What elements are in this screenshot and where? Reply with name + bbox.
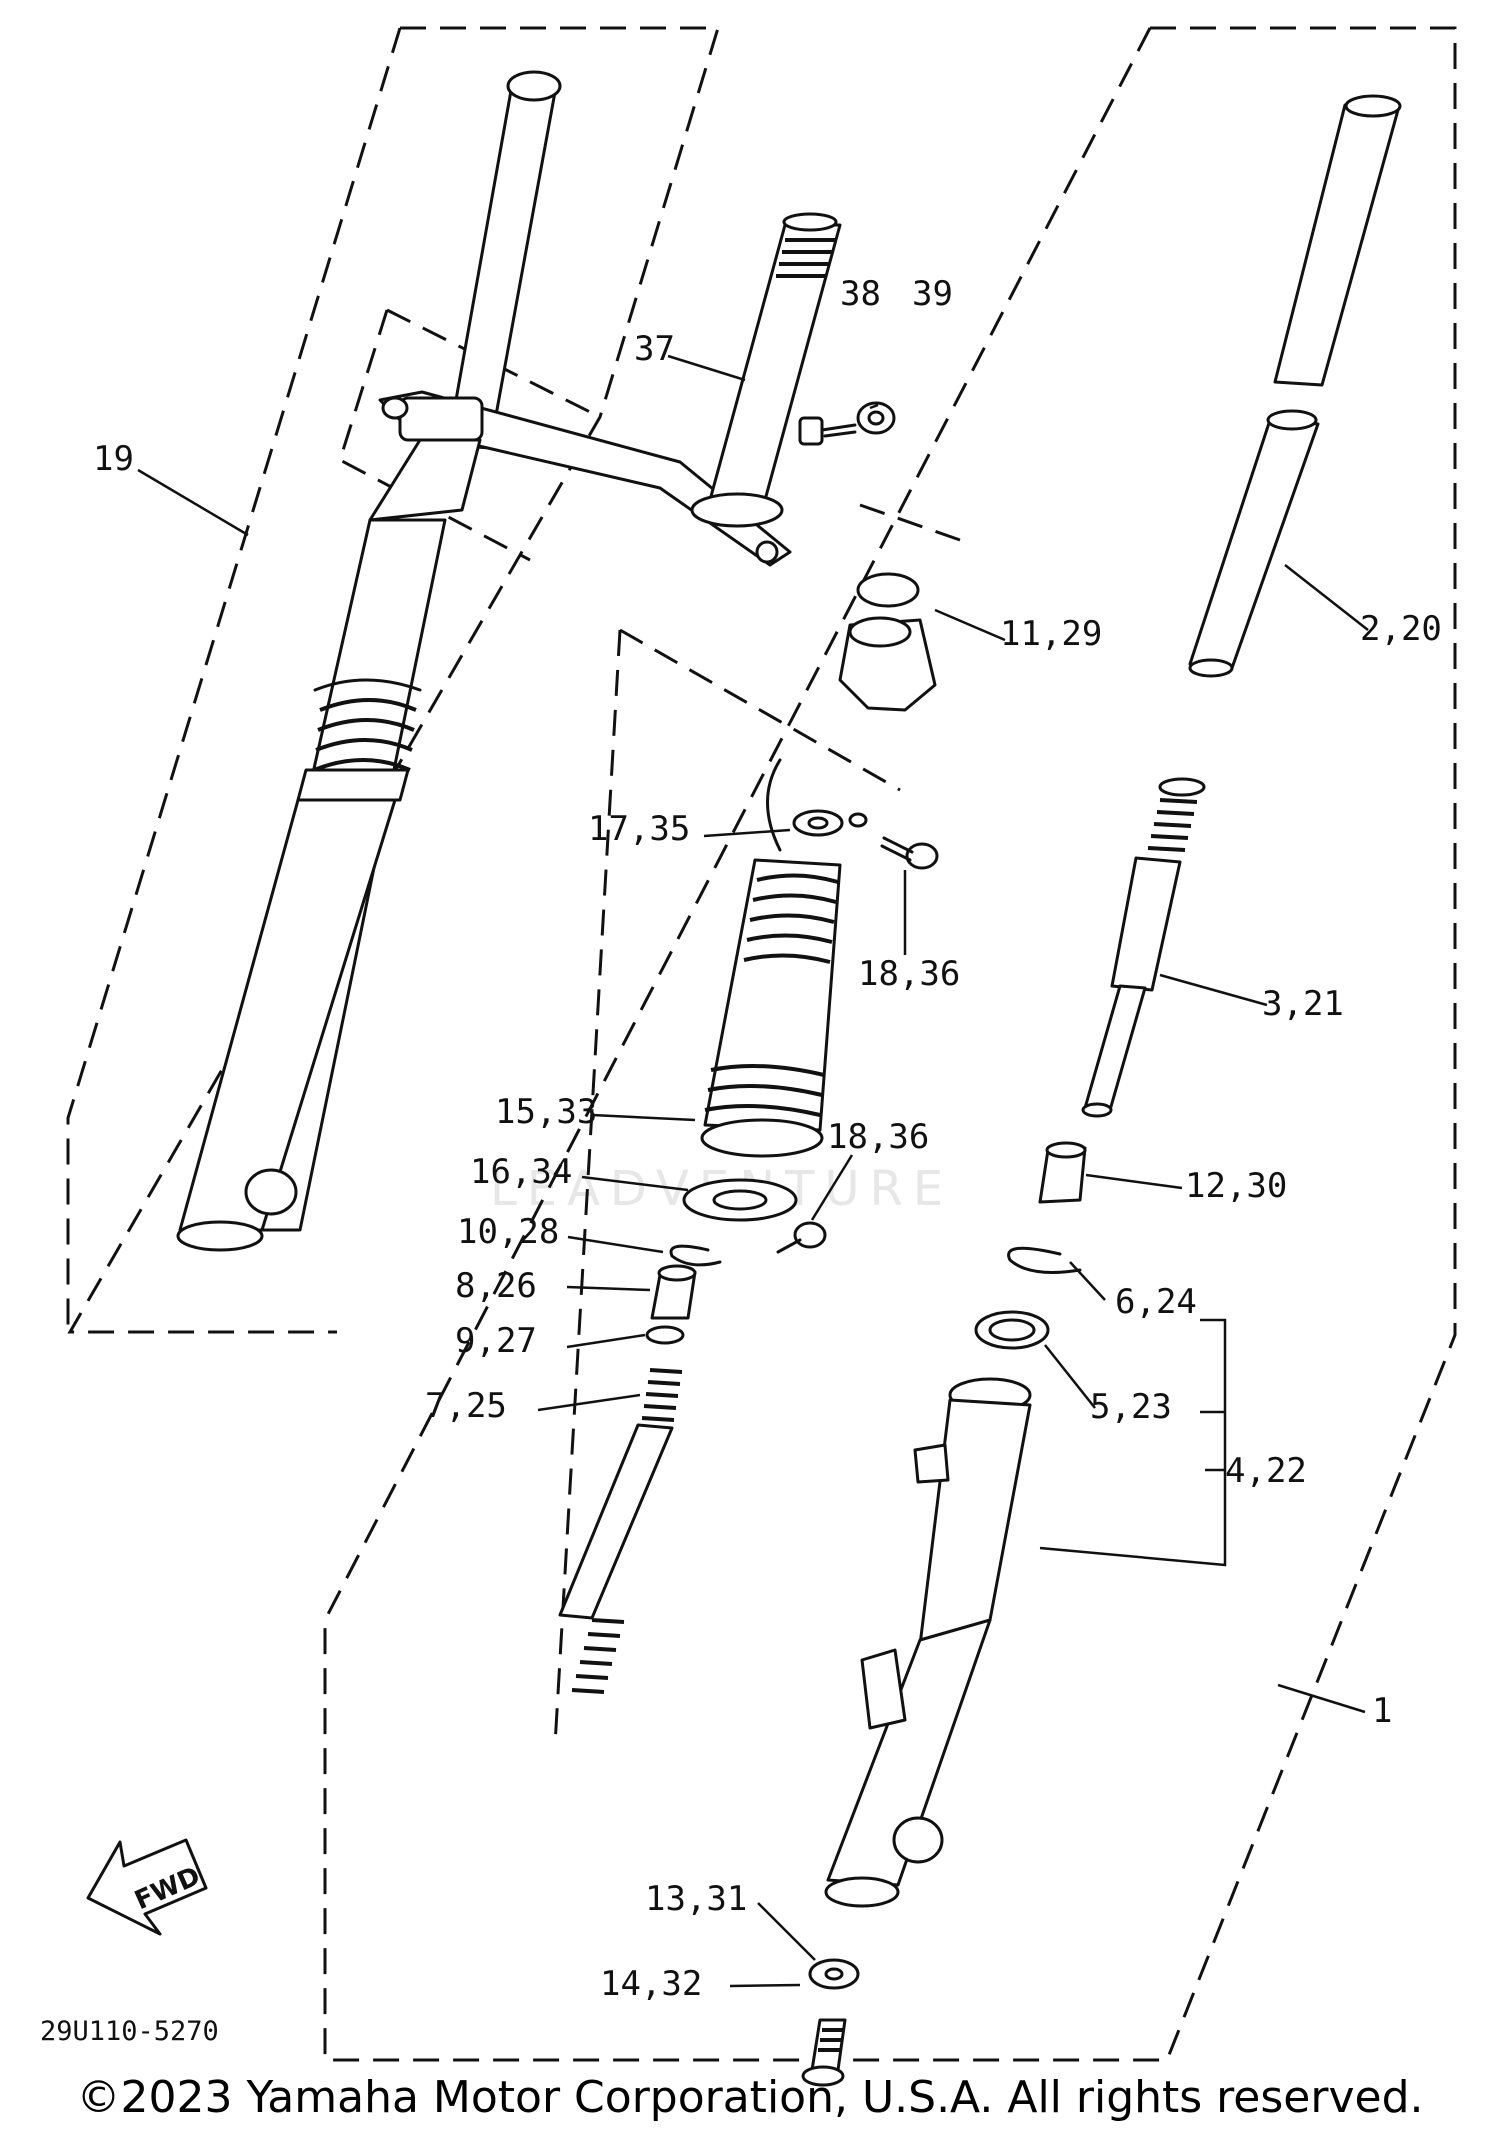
oil-seal-5-23 (974, 1310, 1050, 1350)
callout-39: 39 (912, 274, 953, 314)
washer-39 (856, 401, 896, 435)
callout-11-29: 11,29 (1000, 614, 1102, 654)
callout-5-23: 5,23 (1090, 1387, 1172, 1427)
upper-tube-2-20 (1188, 94, 1402, 678)
piston-8-26 (650, 1264, 697, 1320)
steering-stem (690, 212, 842, 564)
ring-9-27 (645, 1325, 685, 1345)
bolt-14-32 (801, 2018, 847, 2087)
callout-12-30: 12,30 (1185, 1166, 1287, 1206)
callout-37: 37 (634, 329, 675, 369)
damper-rod-3-21 (1081, 777, 1206, 1118)
callout-labels: 19 37 38 39 2,20 11,29 17,35 18,36 3,21 … (93, 274, 1442, 2004)
callout-9-27: 9,27 (455, 1321, 537, 1361)
collar-12-30 (1038, 1141, 1087, 1204)
screw-18-36-upper (880, 836, 939, 870)
assembly-outline-right (323, 26, 1457, 2062)
callout-7-25: 7,25 (425, 1386, 507, 1426)
callout-18-36-upper: 18,36 (858, 954, 960, 994)
leader-lines (137, 354, 1369, 1988)
callout-8-26: 8,26 (455, 1266, 537, 1306)
seal-holder-16-34 (682, 1178, 798, 1222)
copyright-notice: ©2023 Yamaha Motor Corporation, U.S.A. A… (76, 2072, 1424, 2123)
callout-18-36-lower: 18,36 (827, 1117, 929, 1157)
callout-6-24: 6,24 (1115, 1282, 1197, 1322)
bellows-boot-15-33 (700, 758, 842, 1158)
diagram-code: 29U110-5270 (40, 2016, 219, 2047)
circlip-6-24 (1007, 1246, 1082, 1274)
screw-18-36-lower (776, 1221, 827, 1254)
washer-13-31 (808, 1958, 860, 1990)
left-fork-assembly (176, 70, 792, 1252)
callout-3-21: 3,21 (1262, 984, 1344, 1024)
callout-38: 38 (840, 274, 881, 314)
upper-clamp (838, 616, 937, 712)
callout-15-33: 15,33 (495, 1092, 597, 1132)
assembly-outline-left (66, 26, 721, 1334)
bolt-38 (798, 416, 857, 446)
fwd-arrow-icon: FWD (86, 1838, 208, 1936)
callout-2-20: 2,20 (1360, 609, 1442, 649)
callout-16-34: 16,34 (470, 1152, 572, 1192)
callout-1: 1 (1372, 1691, 1392, 1731)
callout-19: 19 (93, 439, 134, 479)
inner-subassembly-outline (338, 308, 961, 1746)
circlip-10-28 (669, 1244, 722, 1267)
callout-4-22: 4,22 (1225, 1451, 1307, 1491)
callout-13-31: 13,31 (645, 1879, 747, 1919)
outer-tube-4-22 (824, 1377, 1032, 1908)
fork-spring-7-25 (558, 1368, 683, 1694)
callout-14-32: 14,32 (600, 1964, 702, 2004)
callout-10-28: 10,28 (457, 1212, 559, 1252)
callout-17-35: 17,35 (588, 809, 690, 849)
dust-cover-17-35 (792, 809, 868, 837)
cap-11-29 (856, 572, 920, 608)
